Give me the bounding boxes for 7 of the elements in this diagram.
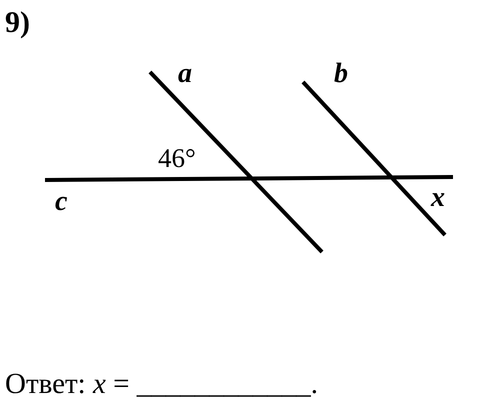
answer-line: Ответ: x = ____________. (5, 370, 318, 399)
line-label: b (334, 60, 348, 88)
line-label: a (178, 60, 192, 88)
angle-label: 46° (158, 145, 196, 172)
angle-label: x (431, 184, 445, 212)
problem-number: 9) (5, 8, 30, 38)
line-label: c (55, 188, 68, 216)
